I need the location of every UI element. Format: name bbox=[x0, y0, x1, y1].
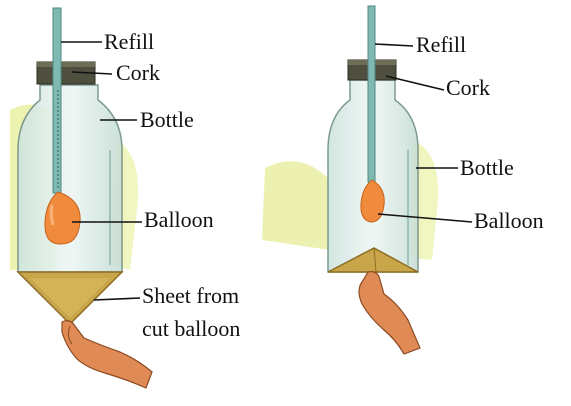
left-bottle bbox=[18, 85, 122, 272]
right-tint bbox=[262, 161, 330, 250]
left-balloon-label: Balloon bbox=[144, 209, 214, 231]
left-hand bbox=[62, 321, 152, 388]
right-cork-label: Cork bbox=[446, 77, 490, 99]
left-sheet-label-line2: cut balloon bbox=[142, 318, 240, 340]
right-apparatus bbox=[262, 6, 438, 354]
right-balloon-label: Balloon bbox=[474, 210, 544, 232]
left-bottle-label: Bottle bbox=[140, 109, 194, 131]
left-refill-label: Refill bbox=[104, 31, 154, 53]
right-hand bbox=[359, 272, 420, 354]
left-refill bbox=[53, 8, 61, 193]
right-refill-label: Refill bbox=[416, 34, 466, 56]
right-refill bbox=[368, 6, 375, 182]
left-cork-label: Cork bbox=[116, 62, 160, 84]
right-bottle-label: Bottle bbox=[460, 157, 514, 179]
left-sheet-label-line1: Sheet from bbox=[142, 285, 239, 307]
